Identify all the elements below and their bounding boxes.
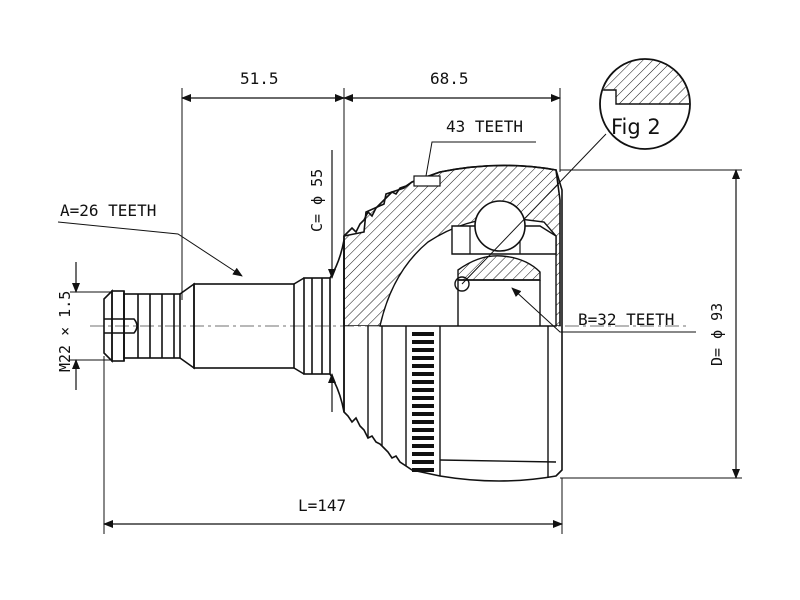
thread-label: M22 × 1.5 bbox=[56, 291, 74, 372]
abs-tooth bbox=[412, 396, 434, 400]
abs-tooth bbox=[412, 404, 434, 408]
abs-tooth bbox=[412, 444, 434, 448]
diameter-c-label: C= ϕ 55 bbox=[308, 169, 326, 232]
abs-tooth bbox=[412, 412, 434, 416]
abs-tooth bbox=[412, 420, 434, 424]
dim-51-5: 51.5 bbox=[240, 69, 279, 88]
diameter-d-label: D= ϕ 93 bbox=[708, 303, 726, 366]
shaft bbox=[103, 239, 345, 413]
dimensions: 51.5 68.5 43 TEETH A=26 TEETH C= ϕ 55 M2… bbox=[56, 69, 742, 534]
abs-tooth bbox=[412, 356, 434, 360]
abs-tooth bbox=[412, 380, 434, 384]
abs-tooth bbox=[412, 388, 434, 392]
spline-a-label: A=26 TEETH bbox=[60, 201, 156, 220]
abs-tooth bbox=[412, 348, 434, 352]
abs-tooth bbox=[412, 460, 434, 464]
bell-housing bbox=[343, 164, 563, 482]
abs-tooth bbox=[412, 340, 434, 344]
abs-tooth bbox=[412, 452, 434, 456]
abs-tooth bbox=[412, 364, 434, 368]
spline-b-label: B=32 TEETH bbox=[578, 310, 674, 329]
abs-tooth bbox=[412, 436, 434, 440]
abs-tooth bbox=[412, 372, 434, 376]
abs-ring bbox=[412, 332, 434, 472]
length-label: L=147 bbox=[298, 496, 346, 515]
abs-tooth bbox=[412, 332, 434, 336]
dim-68-5: 68.5 bbox=[430, 69, 469, 88]
abs-tooth bbox=[412, 428, 434, 432]
abs-tooth bbox=[412, 468, 434, 472]
outer-teeth-label: 43 TEETH bbox=[446, 117, 523, 136]
figure-label: Fig 2 bbox=[611, 115, 661, 139]
ball bbox=[474, 200, 526, 252]
detail-marker bbox=[454, 276, 470, 292]
